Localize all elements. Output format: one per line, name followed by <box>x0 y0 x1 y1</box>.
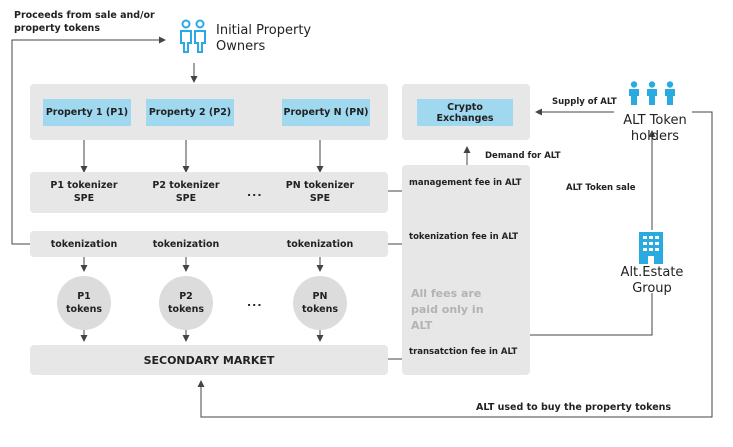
spe-panel <box>30 172 388 213</box>
management-fee-label: management fee in ALT <box>409 178 522 188</box>
p1-tokens-label: P1 tokens <box>66 291 102 315</box>
owners-label: Initial Property Owners <box>216 23 312 54</box>
transaction-fee-label: transatction fee in ALT <box>409 347 518 357</box>
p2-spe-label: P2 tokenizer SPE <box>152 180 220 204</box>
alt-used-label: ALT used to buy the property tokens <box>476 402 672 413</box>
property-n-box: Property N (PN) <box>282 99 370 126</box>
spe-ellipsis: ... <box>247 186 263 199</box>
tokens-ellipsis: ... <box>247 296 263 309</box>
crypto-exchanges-box: Crypto Exchanges <box>417 99 513 126</box>
group-label: Alt.Estate Group <box>620 265 684 296</box>
p2-tokens-label: P2 tokens <box>168 291 204 315</box>
secondary-market-panel: SECONDARY MARKET <box>30 345 388 375</box>
p2-tokens-circle: P2 tokens <box>159 276 213 330</box>
pn-spe-label: PN tokenizer SPE <box>285 180 355 204</box>
pn-tokens-circle: PN tokens <box>293 276 347 330</box>
token-holders-label: ALT Token holders <box>623 113 687 144</box>
building-icon <box>639 232 663 264</box>
p1-tokens-circle: P1 tokens <box>57 276 111 330</box>
tokenization-fee-label: tokenization fee in ALT <box>409 232 519 242</box>
demand-label: Demand for ALT <box>485 151 561 161</box>
secondary-market-label: SECONDARY MARKET <box>143 353 275 367</box>
p1-spe-label: P1 tokenizer SPE <box>50 180 118 204</box>
property-owners-icon <box>180 19 206 53</box>
fees-panel <box>402 165 530 375</box>
pn-tokens-label: PN tokens <box>302 291 338 315</box>
tokenization-label-2: tokenization <box>152 239 220 250</box>
fees-note: All fees are paid only in ALT <box>411 287 484 332</box>
token-sale-label: ALT Token sale <box>566 183 636 193</box>
supply-label: Supply of ALT <box>552 97 617 107</box>
property-2-box: Property 2 (P2) <box>146 99 234 126</box>
proceeds-label: Proceeds from sale and/or property token… <box>14 10 155 34</box>
tokenization-panel <box>30 231 388 257</box>
token-holders-icon <box>629 81 675 105</box>
tokenization-label-1: tokenization <box>50 239 118 250</box>
property-1-box: Property 1 (P1) <box>43 99 131 126</box>
tokenization-label-n: tokenization <box>286 239 354 250</box>
